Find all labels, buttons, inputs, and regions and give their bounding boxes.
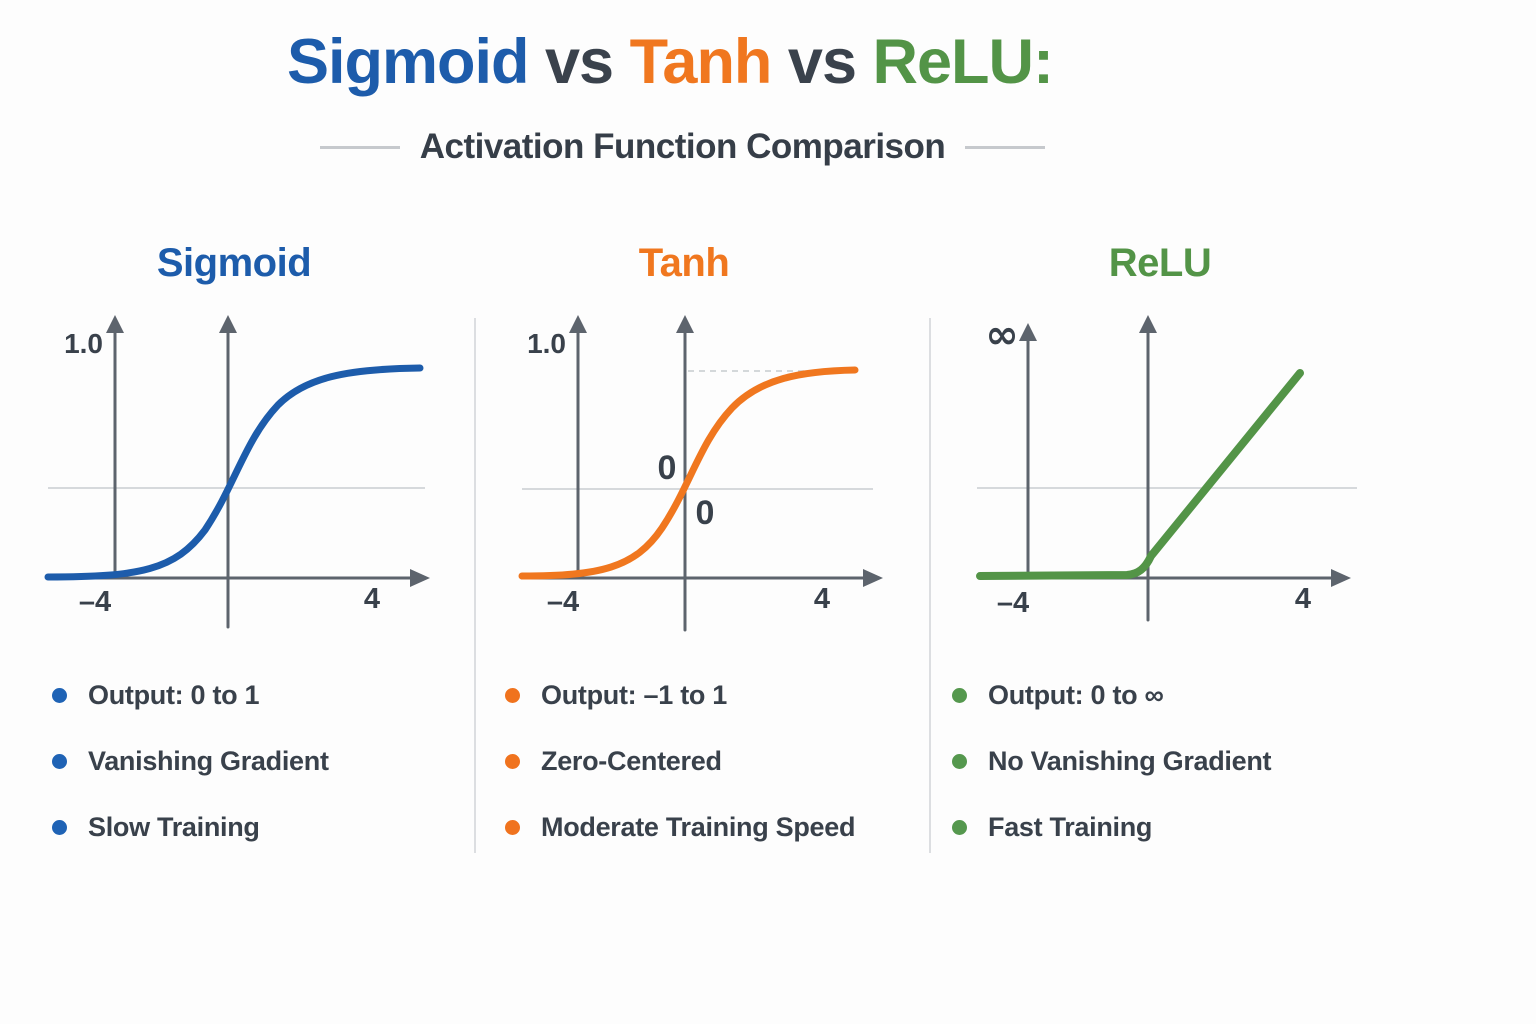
subtitle-rule-right xyxy=(965,145,1046,149)
bullet-dot-icon xyxy=(52,819,67,835)
bullet-dot-icon xyxy=(952,753,967,769)
tanh-bullet-centered: Zero-Centered xyxy=(541,745,722,776)
list-item: Zero-Centered xyxy=(505,745,915,777)
title-separator-vs-2: vs xyxy=(771,27,873,97)
tanh-x-axis-arrow-icon xyxy=(863,569,883,587)
title-word-sigmoid: Sigmoid xyxy=(287,27,529,97)
bullet-dot-icon xyxy=(52,753,67,769)
sigmoid-x-axis-arrow-icon xyxy=(410,569,430,587)
relu-x-axis-arrow-icon xyxy=(1331,569,1351,587)
tanh-x-max-label: 4 xyxy=(814,583,830,615)
bullet-dot-icon xyxy=(505,687,520,703)
sigmoid-curve xyxy=(44,364,424,581)
list-item: Fast Training xyxy=(952,811,1372,843)
list-item: No Vanishing Gradient xyxy=(952,745,1372,777)
sigmoid-bullet-output: Output: 0 to 1 xyxy=(88,679,260,710)
bullet-dot-icon xyxy=(505,753,520,769)
tanh-curve xyxy=(518,366,859,580)
title-word-relu: ReLU: xyxy=(872,27,1054,97)
tanh-bullet-list: Output: –1 to 1 Zero-Centered Moderate T… xyxy=(505,679,915,843)
relu-bullet-output: Output: 0 to ∞ xyxy=(988,679,1164,710)
bullet-dot-icon xyxy=(952,819,967,835)
page-subtitle: Activation Function Comparison xyxy=(419,127,946,166)
list-item: Output: –1 to 1 xyxy=(505,679,915,711)
bullet-dot-icon xyxy=(505,819,520,835)
relu-x-max-label: 4 xyxy=(1295,583,1311,615)
relu-center-y-axis-arrow-icon xyxy=(1139,315,1157,333)
tanh-origin-label-upper: 0 xyxy=(658,449,677,487)
column-divider-2 xyxy=(929,318,931,853)
tanh-origin-label-lower: 0 xyxy=(696,494,715,532)
tanh-x-min-label: –4 xyxy=(547,586,579,618)
sigmoid-center-y-axis-arrow-icon xyxy=(219,315,237,333)
sigmoid-left-y-axis-arrow-icon xyxy=(106,315,124,333)
sigmoid-y-max-label: 1.0 xyxy=(64,328,103,359)
sigmoid-bullet-training: Slow Training xyxy=(88,811,260,842)
page-title: Sigmoid vs Tanh vs ReLU: xyxy=(0,26,1340,98)
bullet-dot-icon xyxy=(952,687,967,703)
title-separator-vs-1: vs xyxy=(528,27,630,97)
relu-left-y-axis-arrow-icon xyxy=(1019,323,1037,341)
tanh-bullet-training: Moderate Training Speed xyxy=(541,811,856,842)
tanh-bullet-output: Output: –1 to 1 xyxy=(541,679,727,710)
tanh-y-max-label: 1.0 xyxy=(527,328,566,359)
subtitle-row: Activation Function Comparison xyxy=(225,122,1140,172)
sigmoid-bullet-list: Output: 0 to 1 Vanishing Gradient Slow T… xyxy=(52,679,452,843)
relu-curve xyxy=(976,369,1304,580)
subtitle-rule-left xyxy=(319,145,400,149)
sigmoid-x-min-label: –4 xyxy=(79,586,111,618)
title-word-tanh: Tanh xyxy=(629,27,773,97)
sigmoid-plot: 1.0 –4 4 xyxy=(44,315,430,629)
panel-heading-relu: ReLU xyxy=(1108,241,1212,285)
relu-bullet-gradient: No Vanishing Gradient xyxy=(988,745,1272,776)
list-item: Vanishing Gradient xyxy=(52,745,452,777)
list-item: Output: 0 to 1 xyxy=(52,679,452,711)
tanh-plot: 1.0 0 0 –4 4 xyxy=(518,315,883,632)
bullet-dot-icon xyxy=(52,687,67,703)
relu-x-min-label: –4 xyxy=(997,587,1029,619)
sigmoid-x-max-label: 4 xyxy=(364,583,380,615)
column-divider-1 xyxy=(474,318,476,853)
tanh-center-y-axis-arrow-icon xyxy=(676,315,694,333)
relu-bullet-list: Output: 0 to ∞ No Vanishing Gradient Fas… xyxy=(952,679,1372,843)
list-item: Output: 0 to ∞ xyxy=(952,679,1372,711)
relu-bullet-training: Fast Training xyxy=(988,811,1153,842)
relu-y-max-infinity-label: ∞ xyxy=(985,312,1018,358)
relu-plot: ∞ –4 4 xyxy=(976,312,1357,622)
sigmoid-bullet-gradient: Vanishing Gradient xyxy=(88,745,329,776)
tanh-left-y-axis-arrow-icon xyxy=(569,315,587,333)
panel-heading-tanh: Tanh xyxy=(638,241,730,285)
panel-heading-sigmoid: Sigmoid xyxy=(156,241,312,285)
list-item: Moderate Training Speed xyxy=(505,811,915,843)
list-item: Slow Training xyxy=(52,811,452,843)
